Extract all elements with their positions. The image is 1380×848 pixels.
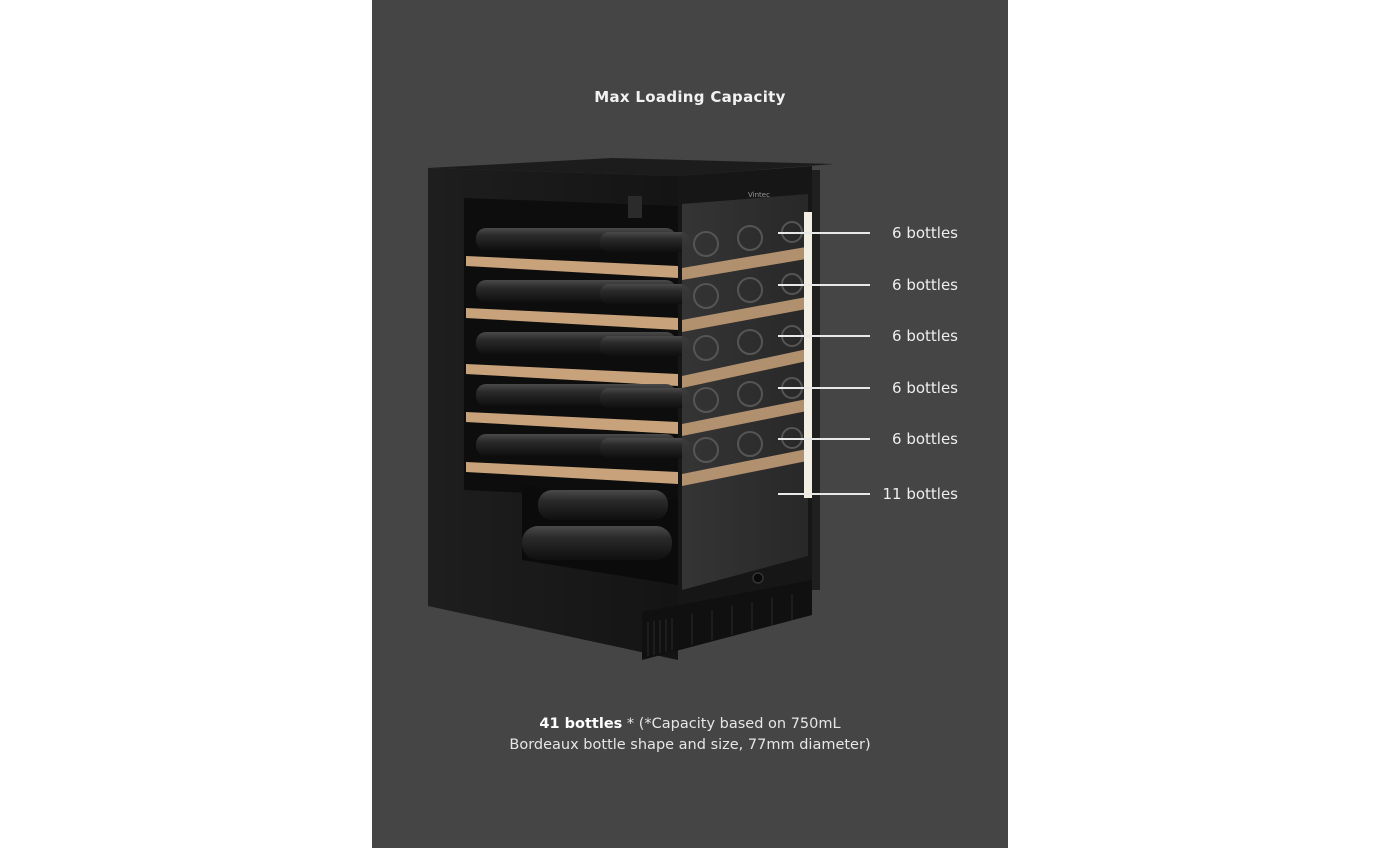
footnote-line-1: * (*Capacity based on 750mL [622, 716, 841, 732]
product-panel: Max Loading Capacity [372, 0, 1008, 848]
shelf-callout-1: 6 bottles [778, 223, 958, 243]
shelf-callout-3: 6 bottles [778, 326, 958, 346]
shelf-capacity-label: 6 bottles [892, 327, 958, 345]
total-capacity: 41 bottles [539, 716, 623, 732]
shelf-callout-2: 6 bottles [778, 275, 958, 295]
callout-line [778, 387, 870, 389]
shelf-capacity-label: 11 bottles [882, 485, 958, 503]
callout-line [778, 284, 870, 286]
shelf-capacity-label: 6 bottles [892, 379, 958, 397]
page-title: Max Loading Capacity [594, 88, 786, 106]
shelf-group [466, 228, 690, 560]
brand-logo: Vintec [748, 191, 770, 199]
shelf-capacity-label: 6 bottles [892, 276, 958, 294]
footnote-line-2: Bordeaux bottle shape and size, 77mm dia… [509, 737, 871, 753]
shelf-callout-4: 6 bottles [778, 378, 958, 398]
shelf-callout-5: 6 bottles [778, 429, 958, 449]
callout-line [778, 493, 870, 495]
shelf-callout-6: 11 bottles [778, 484, 958, 504]
capacity-footnote: 41 bottles * (*Capacity based on 750mL B… [372, 714, 1008, 756]
callout-line [778, 438, 870, 440]
shelf-capacity-label: 6 bottles [892, 224, 958, 242]
callout-line [778, 335, 870, 337]
shelf-capacity-label: 6 bottles [892, 430, 958, 448]
callout-line [778, 232, 870, 234]
